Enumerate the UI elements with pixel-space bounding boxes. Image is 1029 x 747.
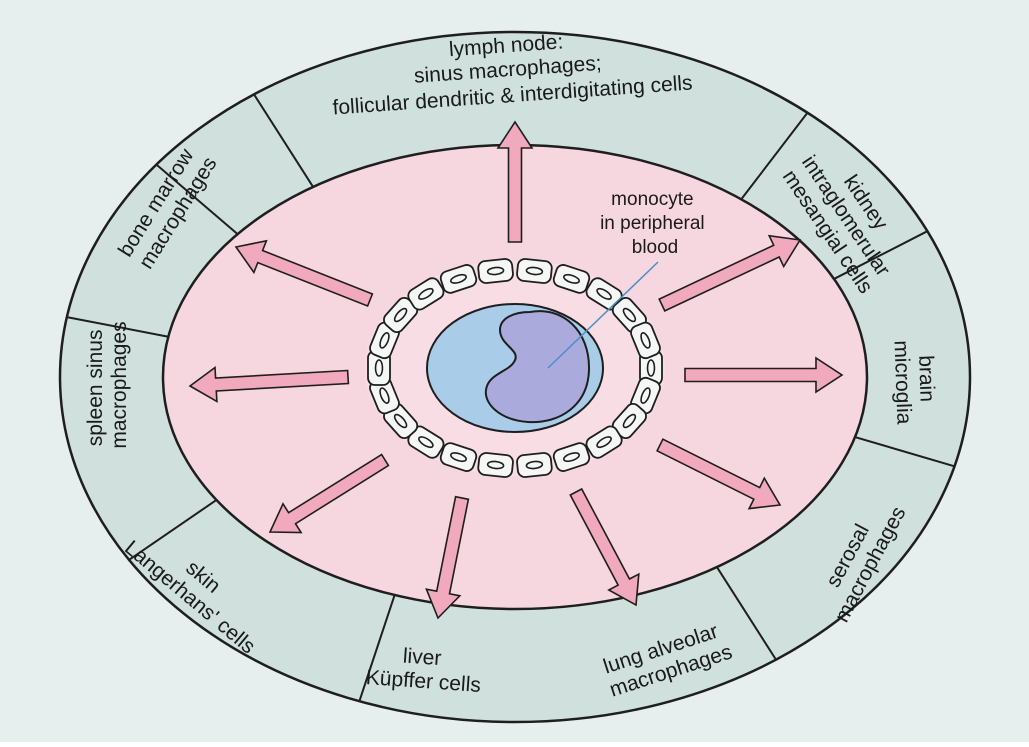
monocyte-label-line: blood [632,237,679,258]
segment-label-line: brain [914,355,939,402]
endothelial-cell [516,258,552,283]
segment-label-line: macrophages [108,321,131,448]
segment-label-text: spleen sinus macrophages [84,321,131,448]
endothelial-cell-body [516,258,552,283]
monocyte-label-line: monocyte [611,189,693,210]
endothelial-cell-body [478,452,514,477]
monocyte-label-line: in peripheral [600,213,705,234]
endothelial-cell [478,258,514,283]
segment-label-line: spleen sinus [84,330,107,447]
endothelial-cell-body [478,258,514,283]
endothelial-cell [478,452,514,477]
segment-label-line: liver [402,645,442,671]
endothelial-cell-body [516,452,552,477]
segment-label-spleen: spleen sinus macrophages [84,321,131,448]
endothelial-cell [516,452,552,477]
segment-label-line: microglia [890,340,916,425]
